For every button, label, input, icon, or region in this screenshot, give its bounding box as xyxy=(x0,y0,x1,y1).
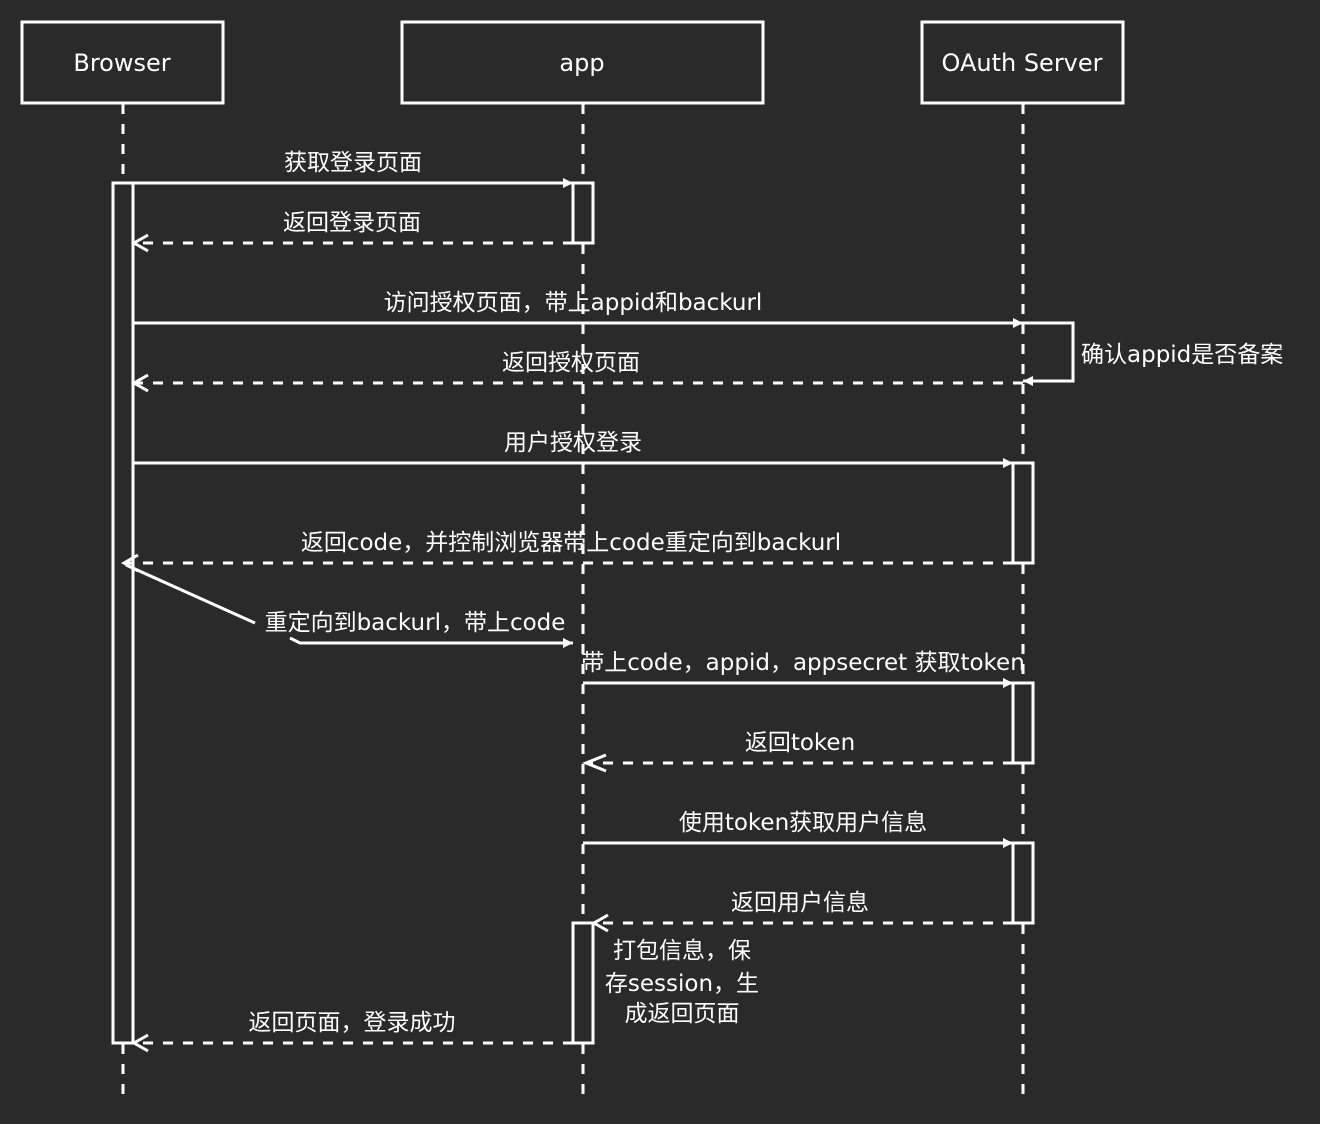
message-label-m5: 返回授权页面 xyxy=(502,350,640,376)
message-label-m11: 使用token获取用户信息 xyxy=(679,810,927,836)
note-line: 成返回页面 xyxy=(625,1001,740,1027)
message-label-m9: 带上code，appid，appsecret 获取token xyxy=(581,650,1025,676)
message-label-m1: 获取登录页面 xyxy=(284,150,422,176)
message-arrow-m4 xyxy=(1023,321,1075,386)
participant-app: app xyxy=(400,20,765,105)
message-label-m2: 返回登录页面 xyxy=(283,210,421,236)
activation-oauth-2 xyxy=(1011,681,1035,765)
message-label-m3: 访问授权页面，带上appid和backurl xyxy=(384,290,763,316)
return-arrowhead-m5 xyxy=(130,373,149,393)
participant-oauth: OAuth Server xyxy=(920,20,1125,105)
message-label-m8: 重定向到backurl，带上code xyxy=(265,610,566,636)
message-arrow-m8 xyxy=(125,563,573,643)
participant-label: Browser xyxy=(73,49,170,77)
message-label-m6: 用户授权登录 xyxy=(504,430,642,456)
activation-browser xyxy=(111,181,135,1045)
activation-oauth-1 xyxy=(1011,461,1035,565)
note-line: 存session，生 xyxy=(605,971,759,997)
return-arrowhead-m13 xyxy=(130,1033,149,1053)
participant-browser: Browser xyxy=(20,20,225,105)
message-label-m4: 确认appid是否备案 xyxy=(1081,342,1283,368)
message-label-m10: 返回token xyxy=(745,730,855,756)
activation-oauth-3 xyxy=(1011,841,1035,925)
activation-app-2 xyxy=(571,921,595,1045)
participant-box xyxy=(400,20,765,105)
note-line: 打包信息，保 xyxy=(613,938,751,964)
participant-box xyxy=(20,20,225,105)
message-label-m13: 返回页面，登录成功 xyxy=(249,1010,456,1036)
message-label-m12: 返回用户信息 xyxy=(731,890,869,916)
message-labels: 获取登录页面 返回登录页面 访问授权页面，带上appid和backurl 确认a… xyxy=(249,150,1284,1036)
participant-label: OAuth Server xyxy=(941,49,1102,77)
note-app: 打包信息，保 存session，生 成返回页面 xyxy=(605,938,759,1027)
return-arrowhead-m10 xyxy=(581,753,607,773)
activation-app-1 xyxy=(571,181,595,245)
participant-box xyxy=(920,20,1125,105)
messages xyxy=(120,178,1075,1053)
message-label-m7: 返回code，并控制浏览器带上code重定向到backurl xyxy=(301,530,841,556)
participant-label: app xyxy=(559,49,604,77)
activations xyxy=(111,181,1035,1045)
return-arrowhead-m2 xyxy=(130,233,149,253)
return-arrowhead-m12 xyxy=(590,913,609,933)
